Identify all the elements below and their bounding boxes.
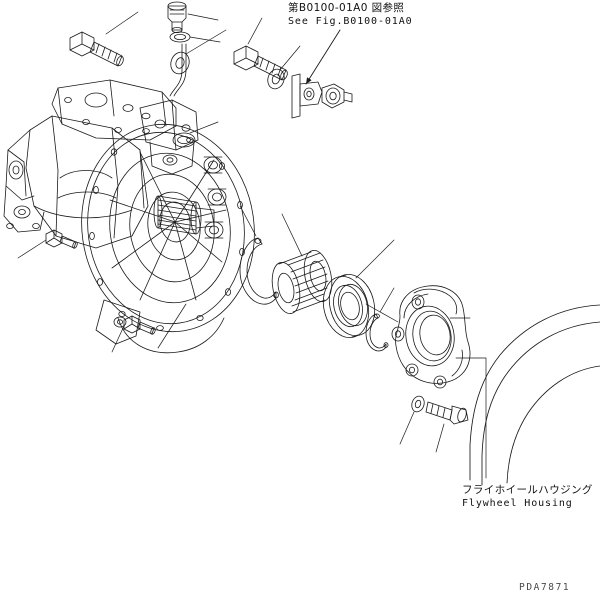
figure-cross-reference-en: See Fig.B0100-01A0 xyxy=(288,16,413,27)
flywheel-housing-label: フライホイールハウジング Flywheel Housing xyxy=(462,484,593,510)
bolt-lower-right xyxy=(425,401,469,425)
leader-lines xyxy=(17,11,487,479)
bolt-upper-right xyxy=(233,45,288,81)
splined-coupling xyxy=(271,250,333,314)
bearing xyxy=(322,274,376,338)
clamp-bracket xyxy=(291,73,323,119)
flywheel-housing-arc xyxy=(469,304,600,486)
bolt-left-upper xyxy=(45,229,78,249)
bolt-left-lower xyxy=(123,315,156,335)
sheet-code: PDA7871 xyxy=(519,582,571,593)
adapter-housing xyxy=(81,123,255,354)
figure-cross-reference: 第B0100-01A0 図参照 See Fig.B0100-01A0 xyxy=(288,2,413,28)
housing-bracket xyxy=(391,285,471,389)
washer-lower-right xyxy=(411,395,425,413)
snap-ring-left xyxy=(239,237,279,305)
flywheel-housing-label-jp: フライホイールハウジング xyxy=(462,484,593,496)
hydraulic-pump-body xyxy=(3,79,199,249)
fitting-nut xyxy=(321,83,353,109)
snap-ring-right xyxy=(365,313,389,352)
figure-cross-reference-jp: 第B0100-01A0 図参照 xyxy=(288,2,405,14)
bolt-upper-left xyxy=(69,31,124,67)
reference-note-leader xyxy=(305,29,341,85)
o-ring-plug xyxy=(169,31,191,43)
washer-upper-left xyxy=(170,51,190,75)
plug xyxy=(167,1,187,33)
splined-drive-shaft xyxy=(153,195,215,235)
flywheel-housing-label-en: Flywheel Housing xyxy=(462,498,573,509)
o-ring-small xyxy=(172,132,196,148)
washer-upper-right xyxy=(267,68,285,90)
